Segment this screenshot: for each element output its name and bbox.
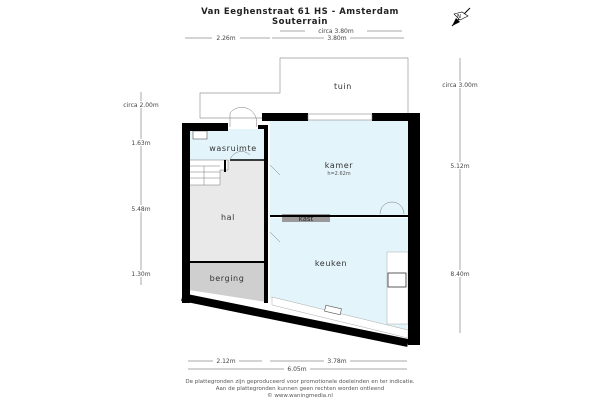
- room-label-wasruimte: wasruimte: [209, 144, 256, 153]
- room-height-kamer: h=2.62m: [327, 171, 350, 177]
- dim-top-circa: circa 3.80m: [318, 28, 354, 35]
- dim-left-3: 5.48m: [131, 206, 150, 213]
- room-hal: [189, 160, 266, 262]
- walls: [181, 113, 420, 347]
- stove-icon: [387, 272, 407, 288]
- room-label-hal: hal: [221, 213, 235, 222]
- dim-left-4: 1.30m: [131, 271, 150, 278]
- dim-right-2: 5.12m: [450, 163, 469, 170]
- dim-right-1: circa 3.00m: [442, 82, 478, 89]
- room-label-kamer: kamer: [325, 161, 354, 170]
- doors: [229, 107, 405, 243]
- kast-cabinet: [282, 214, 330, 222]
- compass-icon: N: [451, 7, 471, 27]
- dim-top-right: 3.80m: [327, 35, 346, 42]
- dim-left-1: circa 2.00m: [123, 102, 159, 109]
- disclaimer-line-2: Aan de plattegronden kunnen geen rechten…: [215, 386, 385, 392]
- dim-top-left: 2.26m: [216, 35, 235, 42]
- plan-subtitle: Souterrain: [272, 17, 328, 27]
- washbasin-icon: [192, 130, 208, 140]
- room-label-berging: berging: [210, 274, 245, 283]
- room-label-keuken: keuken: [315, 259, 347, 268]
- dim-bottom-right: 3.78m: [327, 358, 346, 365]
- disclaimer-footer: De plattegronden zijn geproduceerd voor …: [0, 379, 600, 400]
- dim-right-3: 8.40m: [450, 271, 469, 278]
- room-berging: [189, 262, 266, 302]
- room-label-kast: kast: [299, 215, 314, 223]
- copyright-link[interactable]: © www.waningmedia.nl: [267, 393, 333, 399]
- garden-area: [199, 57, 409, 119]
- sink-icon: [324, 304, 342, 316]
- room-keuken: [270, 218, 408, 332]
- room-kamer: [270, 120, 408, 216]
- room-label-tuin: tuin: [334, 82, 352, 91]
- compass-label: N: [457, 14, 461, 20]
- dim-left-2: 1.63m: [131, 140, 150, 147]
- kitchen-counter: [386, 251, 409, 325]
- dim-bottom-left: 2.12m: [216, 358, 235, 365]
- disclaimer-line-1: De plattegronden zijn geproduceerd voor …: [185, 379, 415, 385]
- plan-title: Van Eeghenstraat 61 HS - Amsterdam: [201, 7, 399, 17]
- dim-bottom-total: 6.05m: [287, 366, 306, 373]
